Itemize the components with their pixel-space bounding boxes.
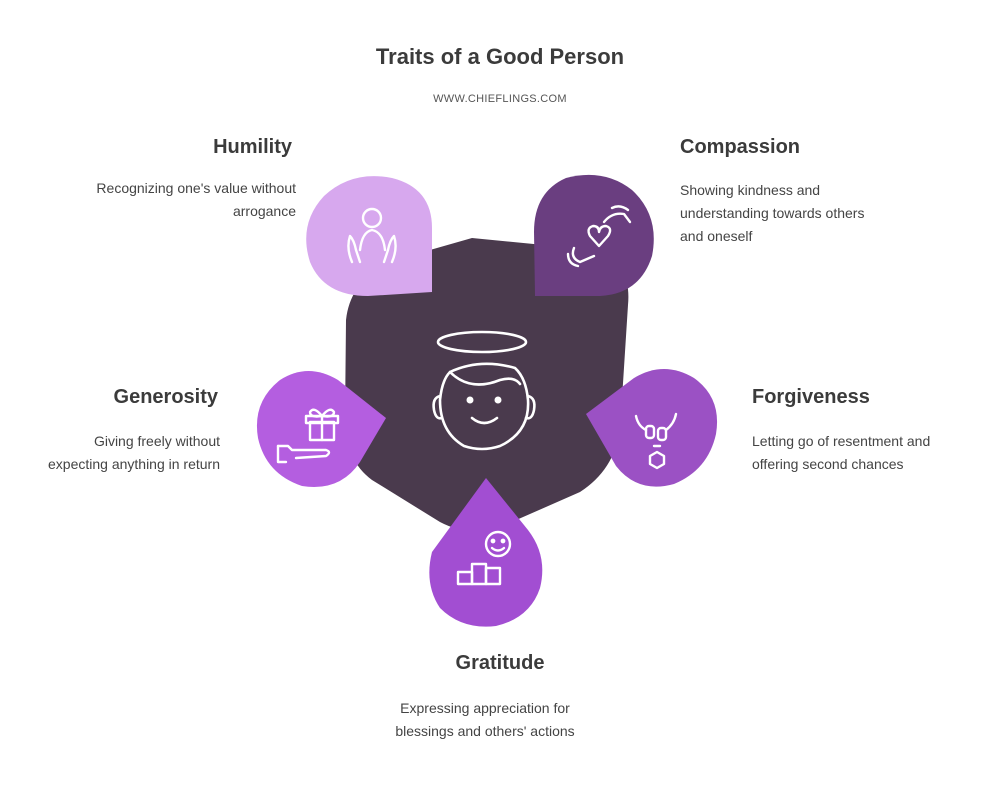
gratitude-petal [429,478,543,627]
generosity-description: Giving freely without expecting anything… [48,433,220,472]
generosity-petal [256,371,386,487]
forgiveness-drop [586,369,718,487]
hand-with-gift-icon [276,408,340,464]
page-subtitle: WWW.CHIEFLINGS.COM [433,93,567,105]
generosity-heading: Generosity [113,386,218,408]
angel-face-icon [432,330,536,451]
forgiveness-petal [586,369,718,487]
forgiveness-description: Letting go of resentment and offering se… [752,433,931,472]
humility-heading: Humility [213,136,292,158]
page-title: Traits of a Good Person [375,44,625,69]
compassion-description: Showing kindness and understanding towar… [680,182,865,244]
broken-chain-icon [634,412,678,470]
humility-drop [306,176,432,296]
hands-around-person-icon [347,207,397,264]
compassion-petal [534,174,654,296]
humility-description: Recognizing one's value without arroganc… [96,180,296,219]
gratitude-heading: Gratitude [455,652,545,674]
gratitude-description: Expressing appreciation for blessings an… [395,700,575,739]
hands-with-heart-icon [566,205,632,268]
compassion-drop [534,174,654,296]
humility-petal [306,176,432,296]
gratitude-drop [429,478,543,627]
compassion-heading: Compassion [680,136,801,158]
smile-podium-icon [456,530,512,586]
forgiveness-heading: Forgiveness [752,386,870,408]
